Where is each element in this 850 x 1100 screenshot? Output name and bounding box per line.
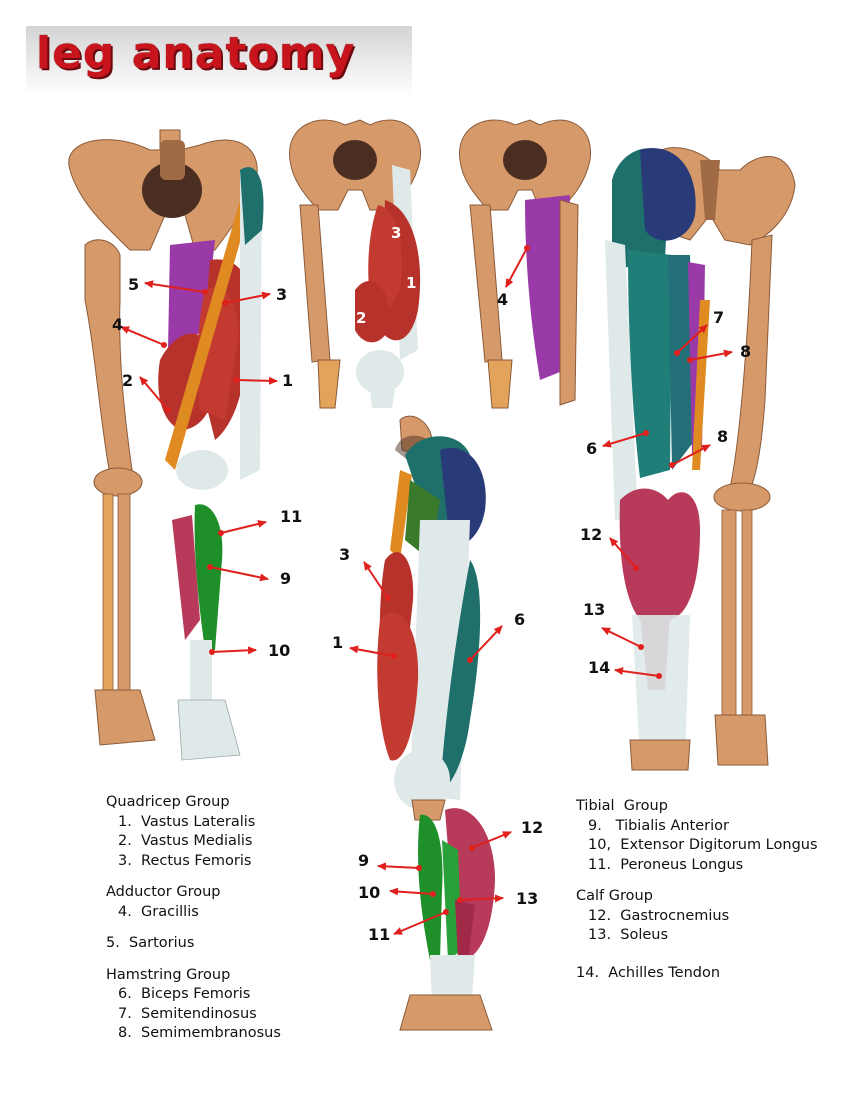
- quad-label-1: 1: [406, 274, 416, 292]
- back-label-7: 7: [713, 308, 724, 327]
- side-label-1: 1: [332, 633, 343, 652]
- quad-label-3: 3: [391, 224, 401, 242]
- front-label-9: 9: [280, 569, 291, 588]
- front-label-11: 11: [280, 507, 302, 526]
- front-femur-left: [85, 240, 132, 475]
- back-gastrocnemius-12: [620, 488, 700, 620]
- legend-spacer: [106, 871, 281, 883]
- legend-entry: 5. Sartorius: [106, 934, 281, 954]
- legend-entry: 12. Gastrocnemius: [576, 907, 818, 927]
- back-label-8b: 8: [717, 427, 728, 446]
- quad-detail-figure: 3 1 2: [290, 120, 421, 408]
- legend-entry: 9. Tibialis Anterior: [576, 817, 818, 837]
- back-view-figure: [605, 148, 795, 770]
- legend-entry: 13. Soleus: [576, 926, 818, 946]
- side-label-13: 13: [516, 889, 538, 908]
- front-label-3: 3: [276, 285, 287, 304]
- legend-group-heading: Calf Group: [576, 887, 818, 907]
- legend-spacer: [576, 875, 818, 887]
- back-label-12: 12: [580, 525, 602, 544]
- legend-entry: 7. Semitendinosus: [106, 1005, 281, 1025]
- legend-entry: 6. Biceps Femoris: [106, 985, 281, 1005]
- front-view-figure: [69, 130, 264, 760]
- legend-spacer: [106, 922, 281, 934]
- side-tibialis-9: [418, 815, 442, 960]
- legend-group-heading: Adductor Group: [106, 883, 281, 903]
- legend-group-heading: Quadricep Group: [106, 793, 281, 813]
- legend-entry: 8. Semimembranosus: [106, 1024, 281, 1044]
- back-biceps-femoris-6: [628, 250, 672, 478]
- front-label-1: 1: [282, 371, 293, 390]
- adductor-detail-figure: 4: [460, 120, 591, 408]
- adductor-label-4: 4: [497, 290, 508, 309]
- legend-entry: 10, Extensor Digitorum Longus: [576, 836, 818, 856]
- side-label-12: 12: [521, 818, 543, 837]
- front-tibialis-9: [195, 504, 223, 650]
- legend-group-heading: 14. Achilles Tendon: [576, 964, 818, 984]
- front-label-5: 5: [128, 275, 139, 294]
- front-label-2: 2: [122, 371, 133, 390]
- side-label-6: 6: [514, 610, 525, 629]
- back-label-8a: 8: [740, 342, 751, 361]
- side-label-11: 11: [368, 925, 390, 944]
- side-view-figure: [377, 416, 495, 1030]
- side-label-3: 3: [339, 545, 350, 564]
- legend-group-heading: Tibial Group: [576, 797, 818, 817]
- front-label-4: 4: [112, 315, 123, 334]
- side-vastus-lateralis-1: [377, 613, 418, 761]
- back-label-14: 14: [588, 658, 610, 677]
- legend-entry: 1. Vastus Lateralis: [106, 813, 281, 833]
- back-achilles-14: [632, 615, 690, 760]
- back-label-13: 13: [583, 600, 605, 619]
- front-label-10: 10: [268, 641, 290, 660]
- legend-spacer: [106, 954, 281, 966]
- quad-label-2: 2: [356, 309, 366, 327]
- legend-entry: 2. Vastus Medialis: [106, 832, 281, 852]
- legend-spacer: [576, 946, 818, 964]
- side-label-9: 9: [358, 851, 369, 870]
- legend-entry: 4. Gracillis: [106, 903, 281, 923]
- legend-entry: 3. Rectus Femoris: [106, 852, 281, 872]
- legend-entry: 11. Peroneus Longus: [576, 856, 818, 876]
- legend-group-heading: Hamstring Group: [106, 966, 281, 986]
- side-label-10: 10: [358, 883, 380, 902]
- back-label-6: 6: [586, 439, 597, 458]
